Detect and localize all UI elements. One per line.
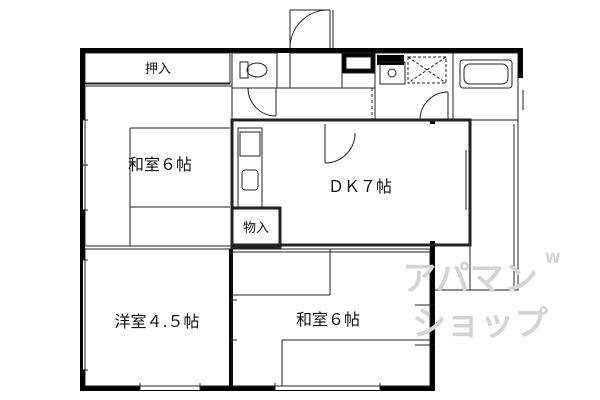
- room-labels: 押入 和室６帖 ＤＫ７帖 物入 洋室４.５帖 和室６帖: [114, 62, 392, 331]
- toilet-door-swing: [247, 87, 277, 117]
- balcony: [435, 119, 519, 291]
- label-youshitsu: 洋室４.５帖: [114, 312, 199, 331]
- washer-pan-icon: [407, 56, 447, 84]
- label-dk: ＤＫ７帖: [328, 177, 392, 196]
- label-monoire: 物入: [243, 221, 269, 236]
- washroom-door-swing: [419, 91, 449, 121]
- dk-door-swing: [324, 132, 356, 164]
- label-washitsu-lower: 和室６帖: [296, 310, 360, 329]
- label-washitsu-upper: 和室６帖: [128, 155, 192, 174]
- washbasin-icon: [379, 61, 406, 85]
- apaman-watermark: アパマン ショップ W: [402, 251, 560, 344]
- toilet-room: [231, 52, 278, 117]
- entrance-door: [289, 9, 334, 49]
- wall-bottom: [80, 386, 435, 391]
- bathtub-icon: [459, 59, 513, 89]
- watermark-line2: ショップ: [412, 304, 548, 344]
- bathroom: [452, 52, 524, 121]
- wall-top-left: [80, 48, 235, 53]
- genkan: [277, 52, 376, 89]
- label-oshiire: 押入: [145, 62, 171, 77]
- wall-right-upper: [518, 48, 523, 78]
- watermark-line1: アパマン: [402, 259, 537, 299]
- wall-left: [80, 48, 85, 390]
- watermark-mark: W: [545, 251, 560, 267]
- wall-right-lower: [430, 292, 435, 391]
- wall-top-right: [232, 48, 522, 53]
- monoire-storage: [230, 206, 282, 250]
- washitsu-lower-room: [231, 248, 435, 387]
- washroom: [371, 52, 454, 121]
- bottom-windows: [139, 383, 381, 391]
- toilet-icon: [239, 61, 268, 79]
